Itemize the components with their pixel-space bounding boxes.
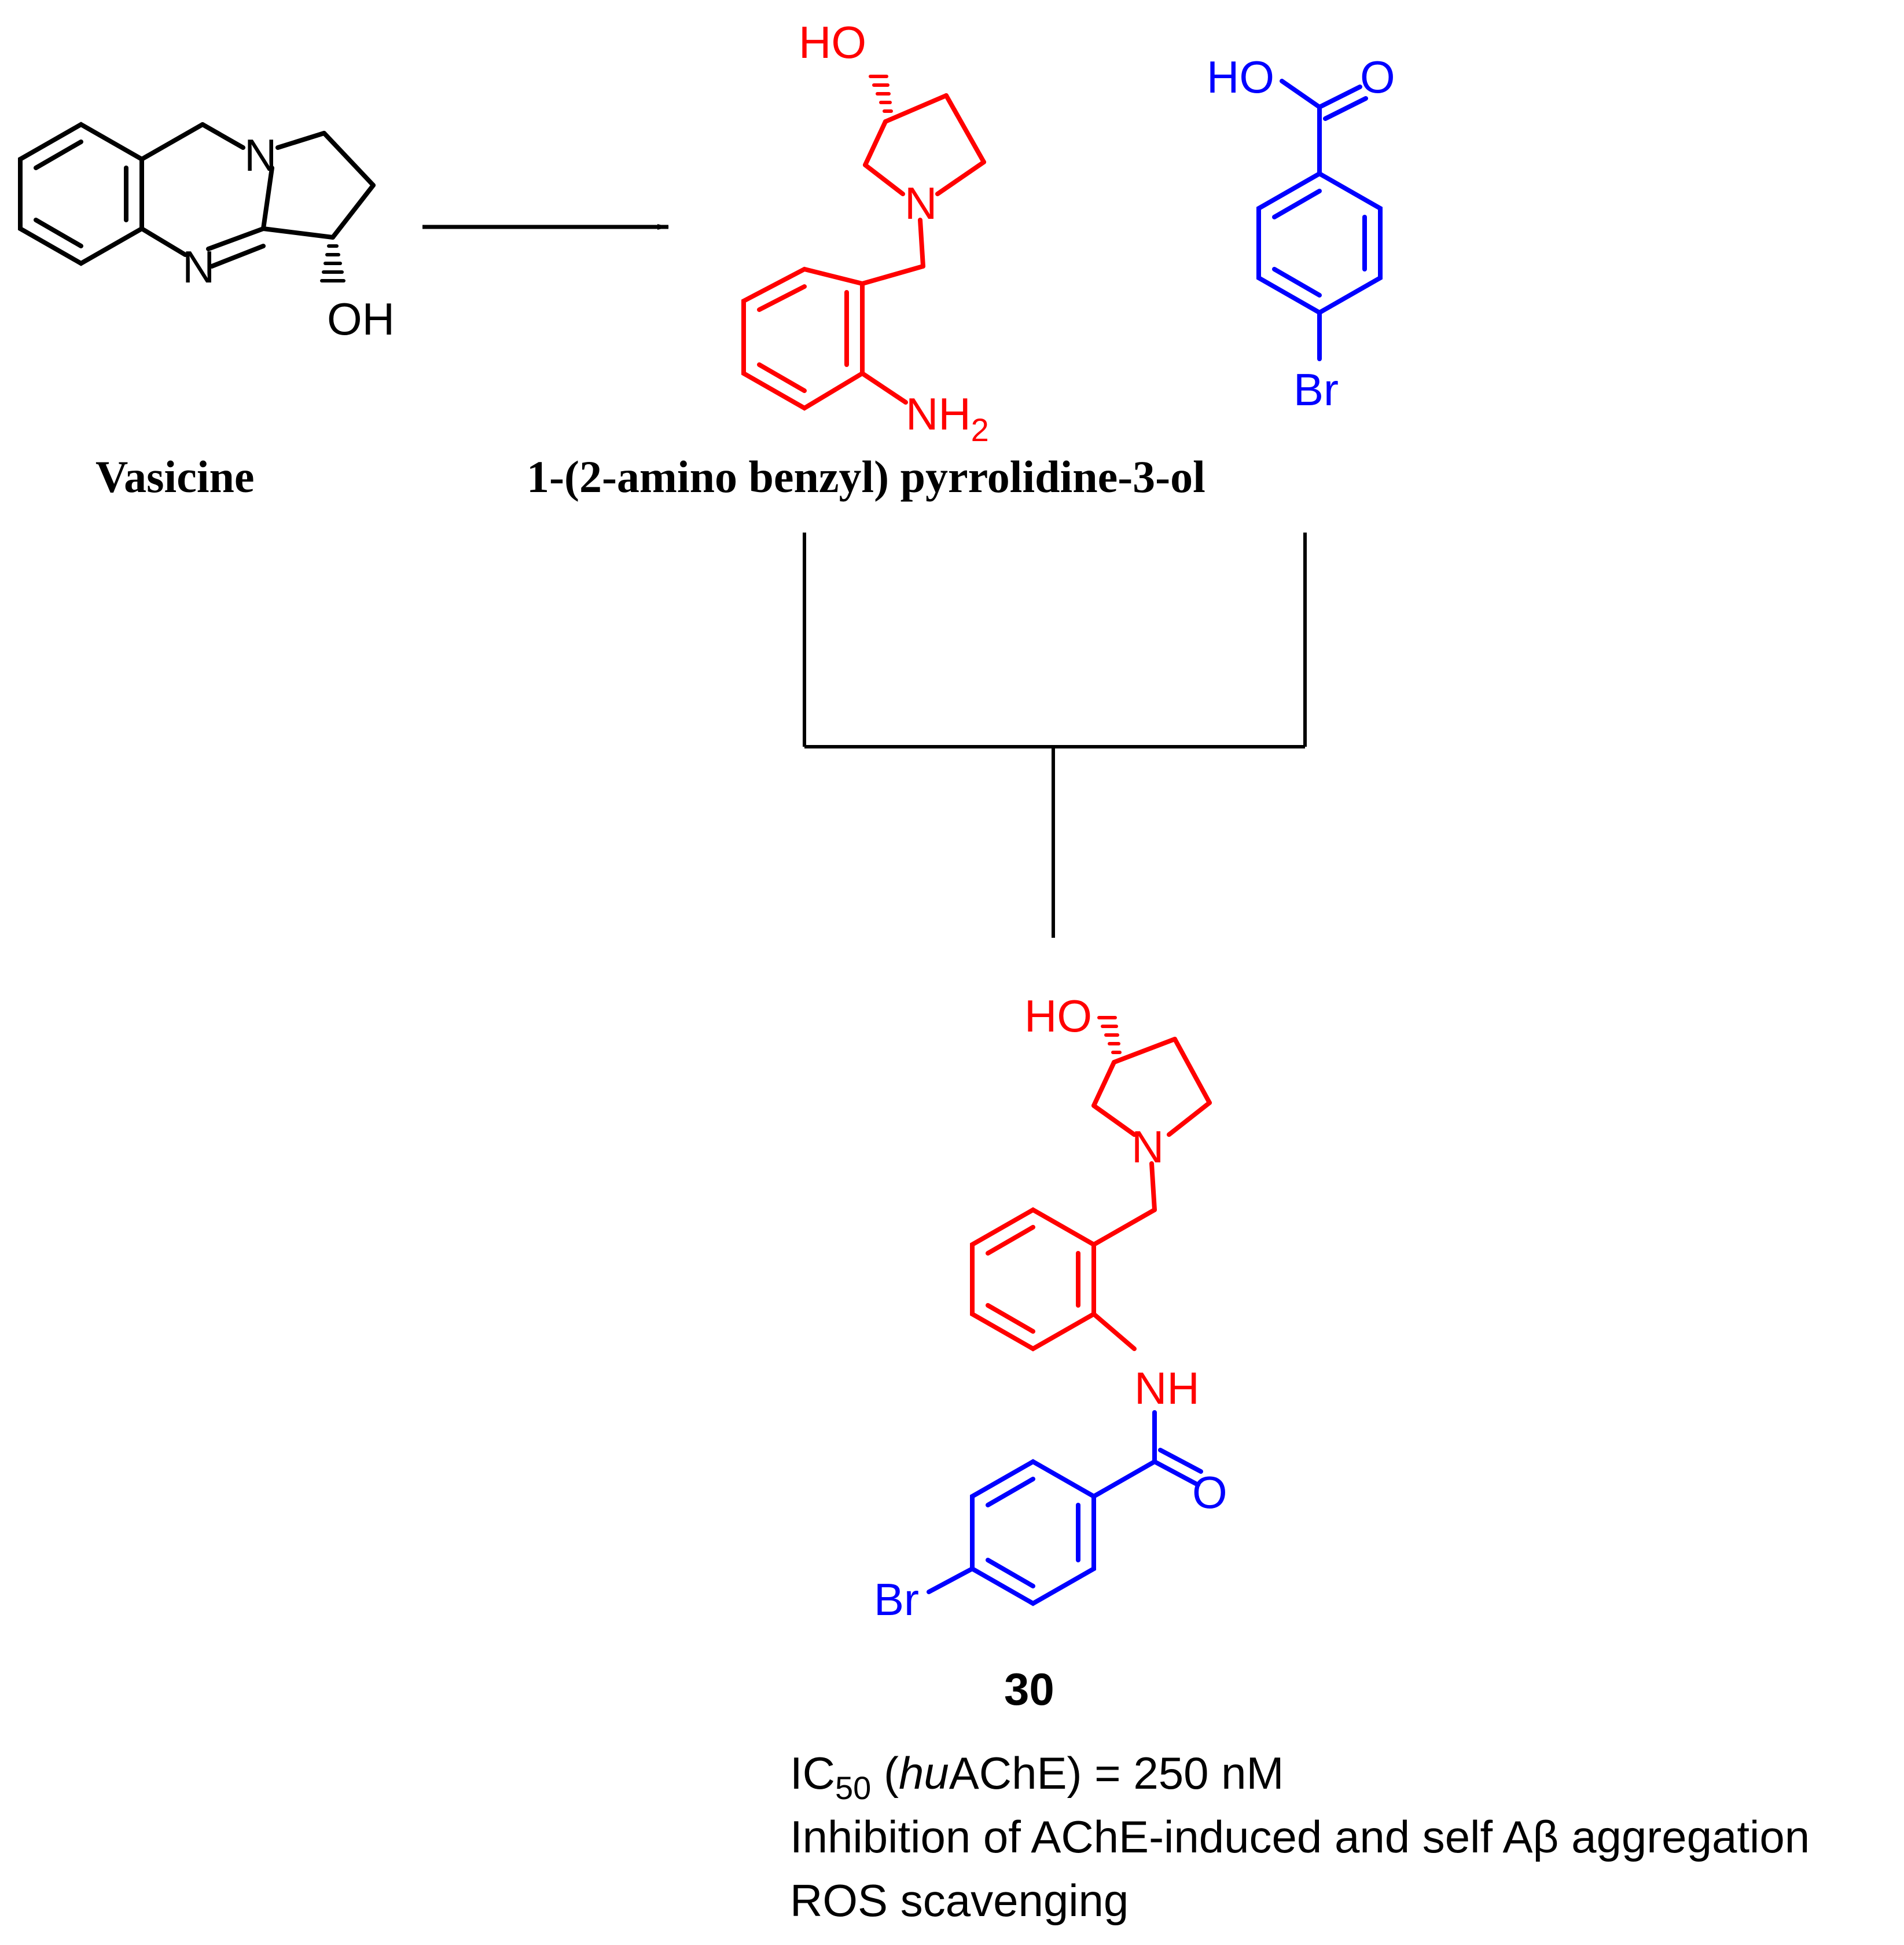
bromobenzoic-acid-structure [1256, 79, 1383, 361]
combination-bracket [803, 533, 1307, 938]
intermediate-ho-label: HO [799, 17, 866, 68]
vasicine-n-ring-label: N [244, 130, 277, 181]
product-30-red-fragment [970, 1016, 1212, 1352]
product-o-label: O [1192, 1467, 1227, 1518]
vasicine-n-amidine-label: N [182, 241, 215, 292]
property-ros: ROS scavenging [790, 1875, 1129, 1926]
intermediate-n-label: N [905, 178, 937, 229]
product-30-blue-fragment [927, 1410, 1203, 1606]
product-ho-label: HO [1024, 990, 1092, 1041]
product-br-label: Br [874, 1574, 919, 1625]
vasicine-structure [18, 122, 376, 282]
product-nh-label: NH [1134, 1363, 1200, 1414]
vasicine-oh-label: OH [327, 293, 395, 344]
property-aggregation: Inhibition of AChE-induced and self Aβ a… [790, 1811, 1810, 1862]
intermediate-nh2-label: NH2 [906, 388, 989, 448]
acid-ho-label: HO [1207, 52, 1274, 102]
product-label: 30 [1004, 1664, 1054, 1715]
vasicine-name: Vasicine [95, 452, 255, 502]
aminobenzyl-pyrrolidinol-structure [741, 75, 986, 411]
acid-o-label: O [1360, 52, 1395, 102]
acid-br-label: Br [1293, 364, 1339, 415]
property-ic50: IC50 (huAChE) = 250 nM [790, 1748, 1284, 1806]
intermediate-name: 1-(2-amino benzyl) pyrrolidine-3-ol [527, 452, 1205, 502]
product-n-label: N [1131, 1121, 1164, 1172]
